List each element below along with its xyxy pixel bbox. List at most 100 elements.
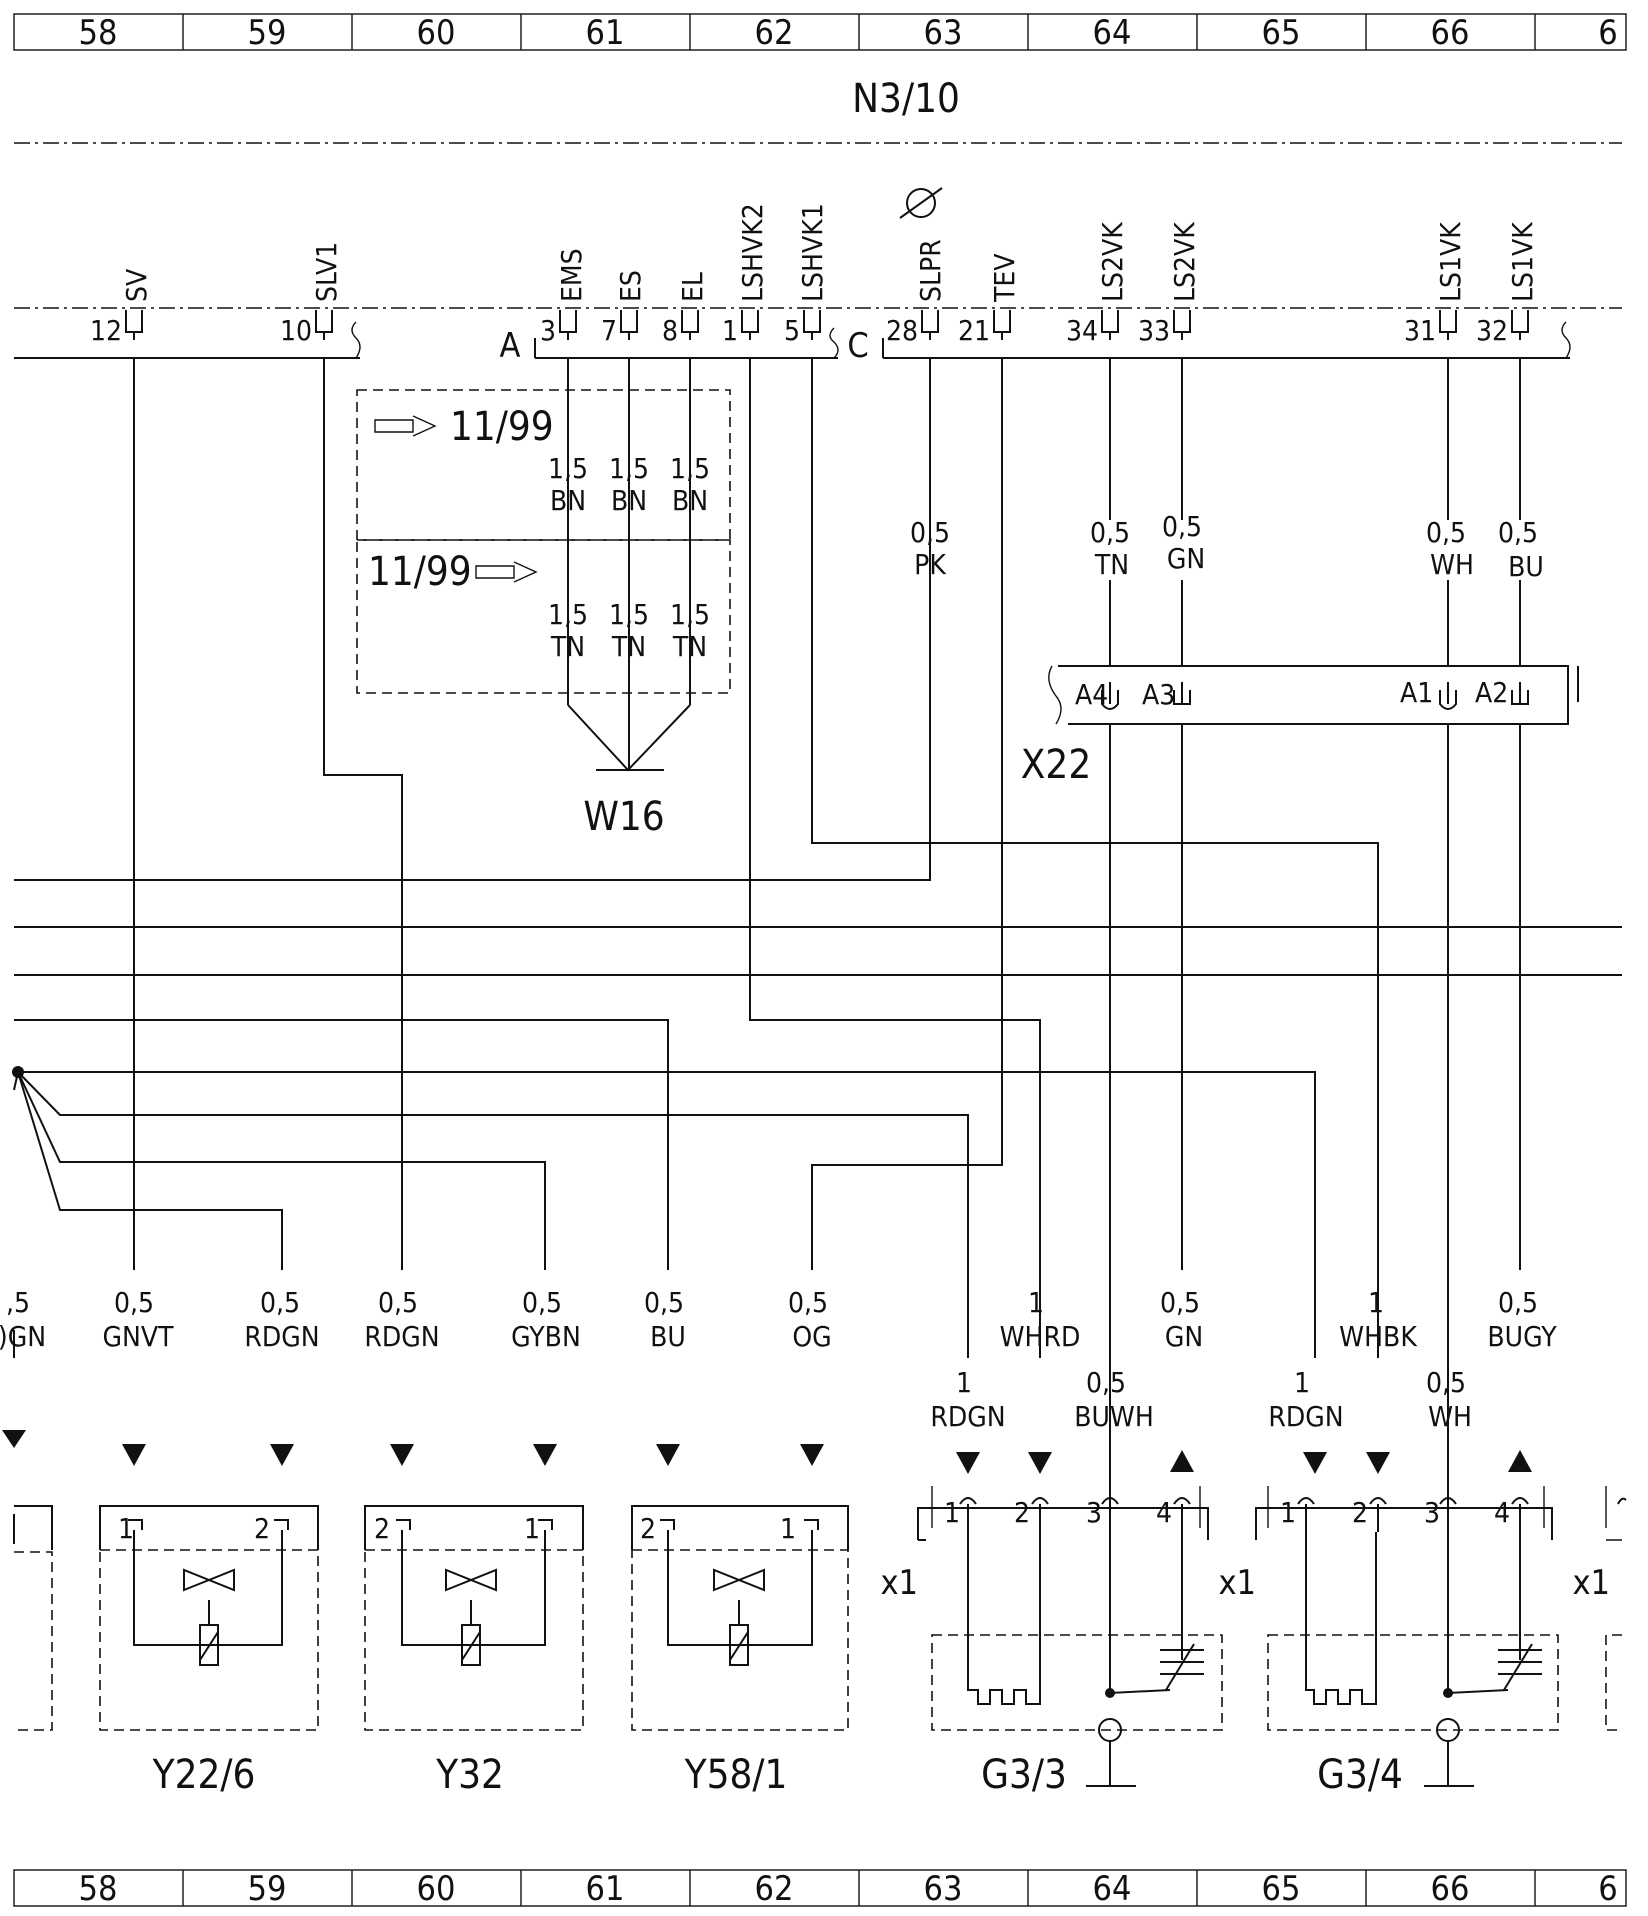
- svg-text:1,5: 1,5: [670, 452, 710, 485]
- svg-text:1,5: 1,5: [670, 598, 710, 631]
- svg-text:0,5: 0,5: [1160, 1286, 1200, 1319]
- svg-text:1: 1: [1294, 1366, 1310, 1399]
- svg-text:BN: BN: [611, 484, 647, 517]
- w16-ground-block: 11/99 11/99 1,5 BN 1,5 BN 1,5 BN 1,5 TN …: [356, 358, 731, 840]
- pin-ls2vk-34: LS2VK 34: [1066, 221, 1129, 347]
- signal-arrows: [2, 1430, 1532, 1474]
- svg-text:0,5: 0,5: [378, 1286, 418, 1319]
- svg-text:0,5: 0,5: [788, 1286, 828, 1319]
- arrow-down-icon: [2, 1430, 26, 1448]
- svg-text:28: 28: [886, 314, 918, 347]
- arrow-right-icon: [475, 561, 538, 583]
- grid-cell-67: 6: [1598, 13, 1617, 53]
- connector-a-label: A: [500, 326, 521, 366]
- x1-label: x1: [1572, 1563, 1610, 1603]
- svg-text:BUWH: BUWH: [1074, 1400, 1154, 1433]
- svg-text:4: 4: [1494, 1496, 1510, 1529]
- svg-text:3: 3: [540, 314, 556, 347]
- svg-text:0,5: 0,5: [260, 1286, 300, 1319]
- svg-text:1: 1: [956, 1366, 972, 1399]
- arrow-down-icon: [1366, 1452, 1390, 1474]
- svg-text:A2: A2: [1475, 676, 1508, 709]
- arrow-down-icon: [390, 1444, 414, 1466]
- connector-rails: A C: [14, 321, 1571, 366]
- svg-text:0,5: 0,5: [1090, 516, 1130, 549]
- pin-name: SV: [120, 268, 153, 302]
- svg-text:1: 1: [780, 1512, 796, 1545]
- svg-text:BUGY: BUGY: [1487, 1320, 1557, 1353]
- svg-text:GNVT: GNVT: [103, 1320, 175, 1353]
- svg-text:A3: A3: [1142, 678, 1175, 711]
- svg-text:SLPR: SLPR: [914, 239, 947, 302]
- svg-text:0,5: 0,5: [114, 1286, 154, 1319]
- svg-text:5: 5: [784, 314, 800, 347]
- svg-text:LS2VK: LS2VK: [1096, 221, 1129, 302]
- svg-text:TN: TN: [672, 630, 707, 663]
- pin-el: EL 8: [662, 272, 709, 347]
- svg-text:0,5: 0,5: [644, 1286, 684, 1319]
- valve-y22-6: 1 2: [99, 1505, 319, 1731]
- grid-cell-60: 60: [417, 13, 456, 53]
- svg-text:ES: ES: [614, 270, 647, 302]
- svg-text:LSHVK1: LSHVK1: [796, 203, 829, 302]
- svg-text:65: 65: [1262, 1869, 1301, 1909]
- svg-text:EL: EL: [676, 272, 709, 302]
- svg-text:0,5: 0,5: [1498, 516, 1538, 549]
- grid-cell-61: 61: [586, 13, 625, 53]
- svg-text:64: 64: [1093, 1869, 1132, 1909]
- svg-text:LS1VK: LS1VK: [1434, 221, 1467, 302]
- svg-text:,5: ,5: [6, 1286, 30, 1319]
- grid-cell-65: 65: [1262, 13, 1301, 53]
- pin-tev: TEV 21: [958, 253, 1021, 347]
- svg-text:TN: TN: [611, 630, 646, 663]
- svg-text:59: 59: [248, 1869, 287, 1909]
- svg-text:TN: TN: [1094, 548, 1129, 581]
- svg-text:1: 1: [118, 1512, 134, 1545]
- svg-text:BN: BN: [550, 484, 586, 517]
- arrow-down-icon: [122, 1444, 146, 1466]
- x22-connector: A4 A3 A1 A2 X22: [1021, 665, 1579, 788]
- connector-c-label: C: [847, 326, 868, 366]
- arrow-down-icon: [1028, 1452, 1052, 1474]
- svg-text:OG: OG: [792, 1320, 831, 1353]
- lower-wire-labels: ,5 )GN 0,5 GNVT 0,5 RDGN 0,5 RDGN 0,5 GY…: [0, 1286, 1557, 1433]
- svg-text:10: 10: [280, 314, 312, 347]
- arrow-down-icon: [533, 1444, 557, 1466]
- svg-text:RDGN: RDGN: [244, 1320, 319, 1353]
- svg-text:TEV: TEV: [988, 253, 1021, 303]
- grid-cell-62: 62: [755, 13, 794, 53]
- y58-1-label: Y58/1: [684, 1752, 788, 1798]
- svg-text:0,5: 0,5: [1426, 1366, 1466, 1399]
- svg-text:32: 32: [1476, 314, 1508, 347]
- svg-text:0,5: 0,5: [1086, 1366, 1126, 1399]
- pin-ls1vk-31: LS1VK 31: [1404, 221, 1467, 347]
- svg-text:63: 63: [924, 1869, 963, 1909]
- g3-3-label: G3/3: [981, 1752, 1067, 1798]
- svg-text:2: 2: [1014, 1496, 1030, 1529]
- svg-text:58: 58: [79, 1869, 118, 1909]
- svg-text:RDGN: RDGN: [930, 1400, 1005, 1433]
- svg-text:WH: WH: [1430, 548, 1474, 581]
- svg-text:8: 8: [662, 314, 678, 347]
- arrow-down-icon: [956, 1452, 980, 1474]
- svg-text:1: 1: [722, 314, 738, 347]
- svg-text:0,5: 0,5: [522, 1286, 562, 1319]
- valve-icon: [183, 1568, 235, 1592]
- sensor-g3-4: 1 2 3 4 x1 G3/4: [1218, 1486, 1559, 1798]
- svg-text:62: 62: [755, 1869, 794, 1909]
- svg-text:RDGN: RDGN: [1268, 1400, 1343, 1433]
- svg-text:21: 21: [958, 314, 990, 347]
- arrow-down-icon: [270, 1444, 294, 1466]
- svg-text:RDGN: RDGN: [364, 1320, 439, 1353]
- svg-text:2: 2: [374, 1512, 390, 1545]
- svg-text:LSHVK2: LSHVK2: [736, 203, 769, 302]
- svg-text:BU: BU: [1508, 550, 1544, 583]
- pin-lshvk2: LSHVK2 1: [722, 203, 769, 347]
- grid-ruler-top: 58 59 60 61 62 63 64 65 66 6: [13, 13, 1627, 53]
- valve-icon: [713, 1568, 765, 1592]
- pin-slv1: SLV1 10: [280, 242, 343, 347]
- svg-text:WH: WH: [1428, 1400, 1472, 1433]
- svg-text:1: 1: [1280, 1496, 1296, 1529]
- svg-text:2: 2: [640, 1512, 656, 1545]
